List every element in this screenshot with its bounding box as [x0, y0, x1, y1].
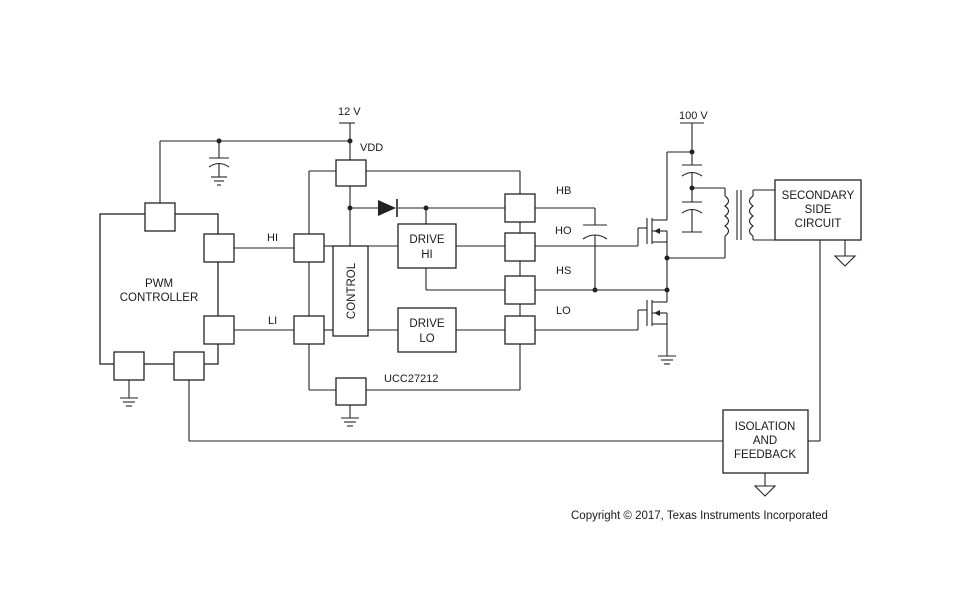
- vss-pin: [335, 377, 367, 406]
- hs-pin-label: HS: [556, 265, 571, 277]
- control-block: [332, 245, 369, 337]
- li-signal-label: LI: [268, 315, 277, 327]
- lo-pin-label: LO: [556, 305, 571, 317]
- drive-lo-label-1: DRIVE: [409, 318, 444, 330]
- ho-pin-label: HO: [555, 225, 572, 237]
- pwm-controller-label-2: CONTROLLER: [120, 292, 199, 304]
- pwm-controller-label-1: PWM: [145, 278, 173, 290]
- pwm-li-out-pin: [203, 315, 235, 345]
- secondary-side-circuit-block: [774, 179, 862, 241]
- hi-signal-label: HI: [267, 232, 278, 244]
- drive-lo-label-2: LO: [419, 333, 434, 345]
- ho-pin: [504, 232, 536, 262]
- isolation-label-3: FEEDBACK: [734, 449, 796, 461]
- pwm-vdd-pin: [144, 202, 176, 232]
- bootstrap-diode-icon: [378, 199, 398, 217]
- part-number-label: UCC27212: [384, 373, 438, 385]
- pins: [113, 159, 536, 406]
- drive-hi-label-2: HI: [421, 249, 433, 261]
- li-pin: [293, 315, 325, 345]
- drive-hi-label-1: DRIVE: [409, 234, 444, 246]
- vdd-pin: [335, 159, 367, 187]
- secondary-label-2: SIDE: [805, 204, 832, 216]
- pwm-controller-block: [99, 213, 219, 365]
- isolation-feedback-block: [722, 409, 809, 474]
- hi-pin: [293, 233, 325, 263]
- hv-rail-label: 100 V: [679, 110, 708, 122]
- drive-lo-block: [397, 307, 457, 353]
- vdd-rail-label: 12 V: [338, 106, 361, 118]
- vdd-pin-label: VDD: [360, 142, 383, 154]
- lo-pin: [504, 315, 536, 345]
- secondary-label-1: SECONDARY: [782, 190, 855, 202]
- hb-pin: [504, 193, 536, 223]
- pwm-gnd-pin: [113, 351, 145, 381]
- secondary-label-3: CIRCUIT: [795, 218, 842, 230]
- pwm-fb-pin: [173, 351, 205, 381]
- pwm-hi-out-pin: [203, 233, 235, 263]
- isolation-label-2: AND: [753, 435, 777, 447]
- hb-pin-label: HB: [556, 185, 571, 197]
- control-label: CONTROL: [346, 262, 358, 319]
- hs-pin: [504, 275, 536, 305]
- junction-dots: [216, 138, 695, 293]
- drive-hi-block: [397, 223, 457, 269]
- isolation-label-1: ISOLATION: [735, 421, 796, 433]
- copyright-notice: Copyright © 2017, Texas Instruments Inco…: [571, 510, 828, 522]
